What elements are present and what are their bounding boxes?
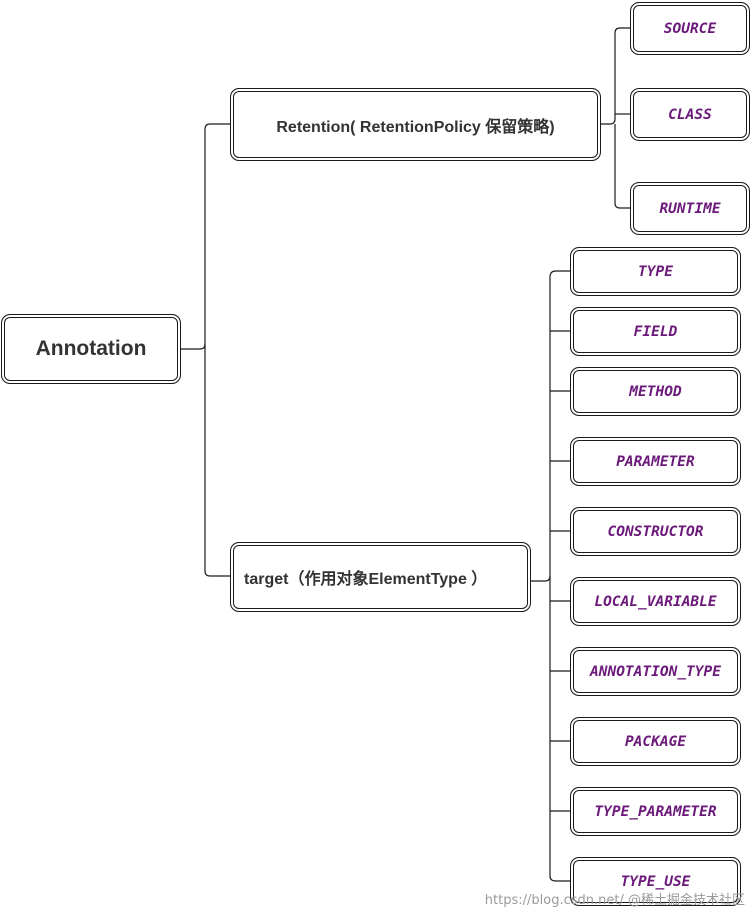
leaf-node-local-variable: LOCAL_VARIABLE xyxy=(570,577,741,626)
leaf-node-label: TYPE_PARAMETER xyxy=(594,803,717,820)
leaf-node-label: PACKAGE xyxy=(624,733,687,750)
leaf-node-label: ANNOTATION_TYPE xyxy=(590,663,721,680)
leaf-node-annotation-type: ANNOTATION_TYPE xyxy=(570,647,741,696)
leaf-node-class: CLASS xyxy=(630,88,750,141)
connector-retention-to-source xyxy=(601,27,630,125)
leaf-node-label: SOURCE xyxy=(663,20,717,37)
branch-node-retention: Retention( RetentionPolicy 保留策略) xyxy=(230,88,601,161)
leaf-node-label: TYPE xyxy=(638,263,673,280)
leaf-node-type: TYPE xyxy=(570,247,741,296)
leaf-node-constructor: CONSTRUCTOR xyxy=(570,507,741,556)
branch-node-target: target（作用对象ElementType ） xyxy=(230,542,531,612)
connector-root-to-target xyxy=(204,344,230,577)
leaf-node-field: FIELD xyxy=(570,307,741,356)
root-node-annotation: Annotation xyxy=(1,314,181,384)
leaf-node-label: TYPE_USE xyxy=(620,873,691,890)
leaf-node-label: RUNTIME xyxy=(659,200,721,217)
watermark-text: https://blog.csdn.net/ @稀土掘金技术社区 xyxy=(484,893,745,908)
connector-root-to-retention xyxy=(181,123,230,350)
branch-node-label: target（作用对象ElementType ） xyxy=(244,571,488,588)
leaf-node-package: PACKAGE xyxy=(570,717,741,766)
leaf-node-type-parameter: TYPE_PARAMETER xyxy=(570,787,741,836)
connector-target-trunk xyxy=(531,270,570,582)
leaf-node-label: LOCAL_VARIABLE xyxy=(594,593,717,610)
branch-node-label: Retention( RetentionPolicy 保留策略) xyxy=(276,118,555,136)
leaf-node-label: CLASS xyxy=(668,106,712,123)
leaf-node-parameter: PARAMETER xyxy=(570,437,741,486)
leaf-node-runtime: RUNTIME xyxy=(630,182,750,235)
leaf-node-source: SOURCE xyxy=(630,2,750,55)
connector-target-trunk-lower xyxy=(549,576,570,882)
leaf-node-label: PARAMETER xyxy=(616,453,695,470)
leaf-node-label: CONSTRUCTOR xyxy=(607,523,704,540)
leaf-node-method: METHOD xyxy=(570,367,741,416)
connector-retention-to-runtime xyxy=(614,124,630,209)
leaf-node-label: METHOD xyxy=(629,383,682,400)
leaf-node-type-use: TYPE_USE xyxy=(570,857,741,906)
leaf-node-label: FIELD xyxy=(633,323,678,340)
root-node-label: Annotation xyxy=(35,337,147,360)
